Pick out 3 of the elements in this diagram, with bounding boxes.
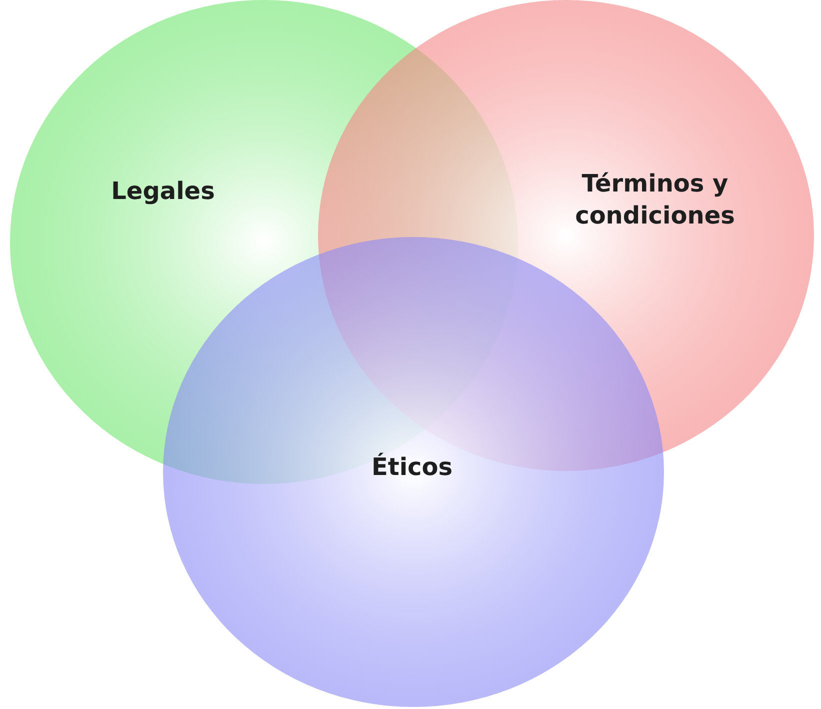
- circle-label: Legales: [110, 176, 216, 207]
- circle-label: Términos y condiciones: [574, 168, 736, 232]
- circle-label: Éticos: [370, 452, 454, 483]
